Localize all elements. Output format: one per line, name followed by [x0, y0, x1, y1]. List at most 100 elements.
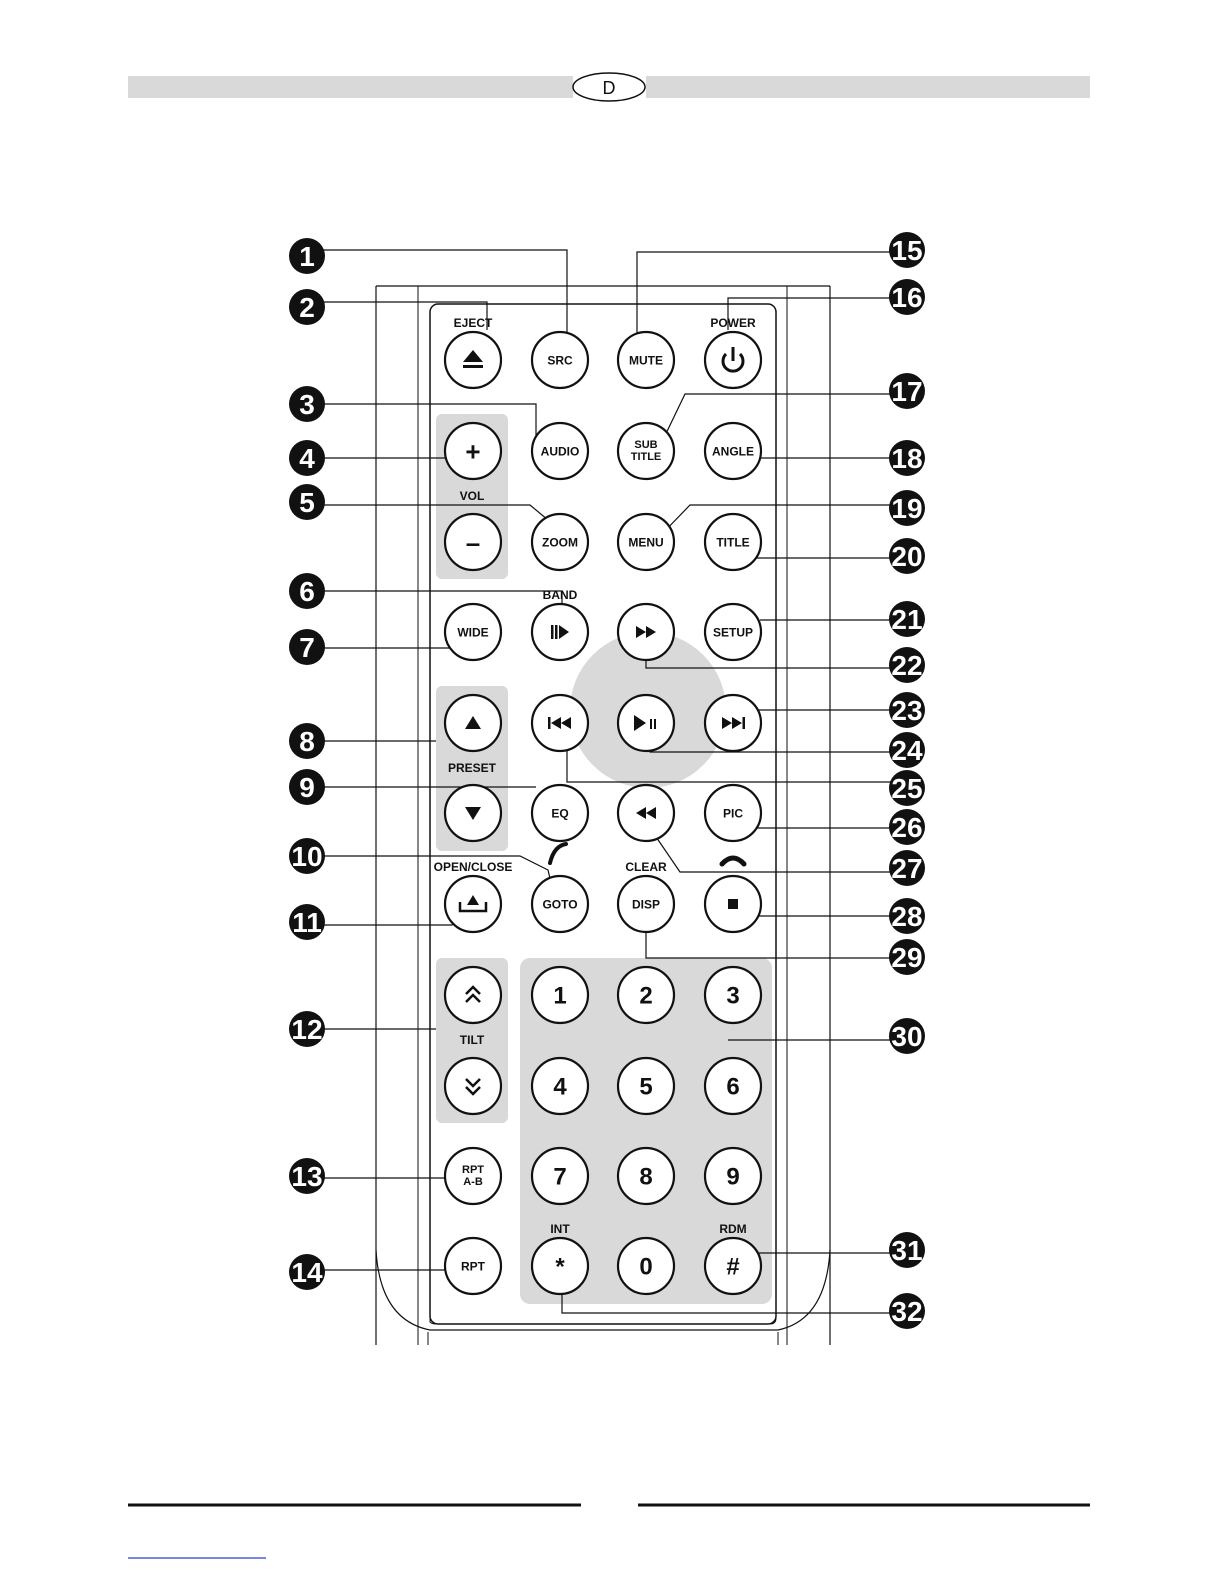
- num-5-button-label: 5: [639, 1074, 652, 1101]
- num-6-button-label: 6: [726, 1074, 739, 1101]
- callout-13: 13: [289, 1158, 325, 1194]
- num-7-button[interactable]: 7: [532, 1148, 588, 1204]
- play-pause-button[interactable]: [618, 695, 674, 751]
- zoom-button[interactable]: ZOOM: [532, 514, 588, 570]
- callout-9: 9: [289, 769, 325, 805]
- callout-12: 12: [289, 1011, 325, 1047]
- power-top-label: POWER: [710, 316, 756, 330]
- callout-number: 26: [891, 812, 922, 843]
- pic-button-label: PIC: [723, 806, 743, 820]
- callout-number: 2: [299, 292, 315, 323]
- setup-button[interactable]: SETUP: [705, 604, 761, 660]
- num-0-button-label: 0: [639, 1254, 652, 1281]
- num-4-button[interactable]: 4: [532, 1058, 588, 1114]
- preset-label: PRESET: [448, 761, 497, 775]
- num-6-button[interactable]: 6: [705, 1058, 761, 1114]
- num-0-button[interactable]: 0: [618, 1238, 674, 1294]
- callout-number: 18: [891, 443, 922, 474]
- subtitle-button-label: SUBTITLE: [631, 439, 662, 463]
- int-button-label: *: [555, 1254, 565, 1281]
- callout-number: 10: [291, 841, 322, 872]
- vol-down-button[interactable]: –: [445, 514, 501, 570]
- fast-forward-button[interactable]: [618, 604, 674, 660]
- stop-button[interactable]: [705, 876, 761, 932]
- rpt-button[interactable]: RPT: [445, 1238, 501, 1294]
- tilt-down-button[interactable]: [445, 1058, 501, 1114]
- callout-number: 20: [891, 541, 922, 572]
- callout-number: 11: [292, 907, 322, 938]
- open-close-button[interactable]: [445, 876, 501, 932]
- num-1-button[interactable]: 1: [532, 967, 588, 1023]
- callout-number: 3: [299, 389, 315, 420]
- callout-number: 17: [891, 376, 922, 407]
- callout-number: 15: [891, 235, 922, 266]
- eject-button[interactable]: [445, 332, 501, 388]
- header-bar: D: [128, 73, 1090, 101]
- num-8-button[interactable]: 8: [618, 1148, 674, 1204]
- previous-button[interactable]: [532, 695, 588, 751]
- num-7-button-label: 7: [553, 1164, 566, 1191]
- footer-rules: [128, 1505, 1090, 1558]
- band-button[interactable]: [532, 604, 588, 660]
- angle-button[interactable]: ANGLE: [705, 423, 761, 479]
- goto-button[interactable]: GOTO: [532, 876, 588, 932]
- callout-number: 14: [291, 1257, 323, 1288]
- num-5-button[interactable]: 5: [618, 1058, 674, 1114]
- eject-top-label: EJECT: [454, 316, 493, 330]
- rewind-button[interactable]: [618, 785, 674, 841]
- preset-down-button[interactable]: [445, 785, 501, 841]
- open-close-top-label: OPEN/CLOSE: [434, 860, 513, 874]
- menu-button[interactable]: MENU: [618, 514, 674, 570]
- callout-27: 27: [889, 850, 925, 886]
- callout-number: 6: [299, 576, 315, 607]
- callout-16: 16: [889, 279, 925, 315]
- callout-25: 25: [889, 770, 925, 806]
- eq-button[interactable]: EQ: [532, 785, 588, 841]
- callout-number: 19: [891, 493, 922, 524]
- callout-number: 1: [299, 241, 315, 272]
- callout-number: 5: [299, 487, 315, 518]
- callout-30: 30: [889, 1018, 925, 1054]
- num-2-button[interactable]: 2: [618, 967, 674, 1023]
- wide-button[interactable]: WIDE: [445, 604, 501, 660]
- callout-10: 10: [289, 838, 325, 874]
- src-button-label: SRC: [547, 353, 573, 367]
- vol-up-button[interactable]: +: [445, 423, 501, 479]
- num-9-button[interactable]: 9: [705, 1148, 761, 1204]
- int-button[interactable]: *: [532, 1238, 588, 1294]
- section-letter: D: [603, 78, 616, 98]
- callout-number: 27: [891, 853, 922, 884]
- callout-8: 8: [289, 723, 325, 759]
- callout-31: 31: [889, 1232, 925, 1268]
- audio-button[interactable]: AUDIO: [532, 423, 588, 479]
- callout-number: 32: [891, 1296, 922, 1327]
- callout-20: 20: [889, 538, 925, 574]
- callout-15: 15: [889, 232, 925, 268]
- num-3-button[interactable]: 3: [705, 967, 761, 1023]
- callout-7: 7: [289, 629, 325, 665]
- callout-number: 29: [891, 942, 922, 973]
- callout-number: 31: [891, 1235, 922, 1266]
- pic-button[interactable]: PIC: [705, 785, 761, 841]
- tilt-up-button[interactable]: [445, 967, 501, 1023]
- preset-up-button[interactable]: [445, 695, 501, 751]
- num-1-button-label: 1: [553, 983, 566, 1010]
- callout-6: 6: [289, 573, 325, 609]
- next-button[interactable]: [705, 695, 761, 751]
- callout-number: 25: [891, 773, 922, 804]
- mute-button[interactable]: MUTE: [618, 332, 674, 388]
- power-button[interactable]: [705, 332, 761, 388]
- mute-button-label: MUTE: [629, 353, 663, 367]
- disp-button[interactable]: DISP: [618, 876, 674, 932]
- callout-number: 9: [299, 772, 315, 803]
- goto-button-label: GOTO: [542, 897, 577, 911]
- callout-number: 12: [291, 1014, 322, 1045]
- stop-icon: [728, 899, 738, 909]
- rdm-button[interactable]: #: [705, 1238, 761, 1294]
- title-button[interactable]: TITLE: [705, 514, 761, 570]
- callout-21: 21: [889, 601, 925, 637]
- menu-button-label: MENU: [628, 535, 663, 549]
- src-button[interactable]: SRC: [532, 332, 588, 388]
